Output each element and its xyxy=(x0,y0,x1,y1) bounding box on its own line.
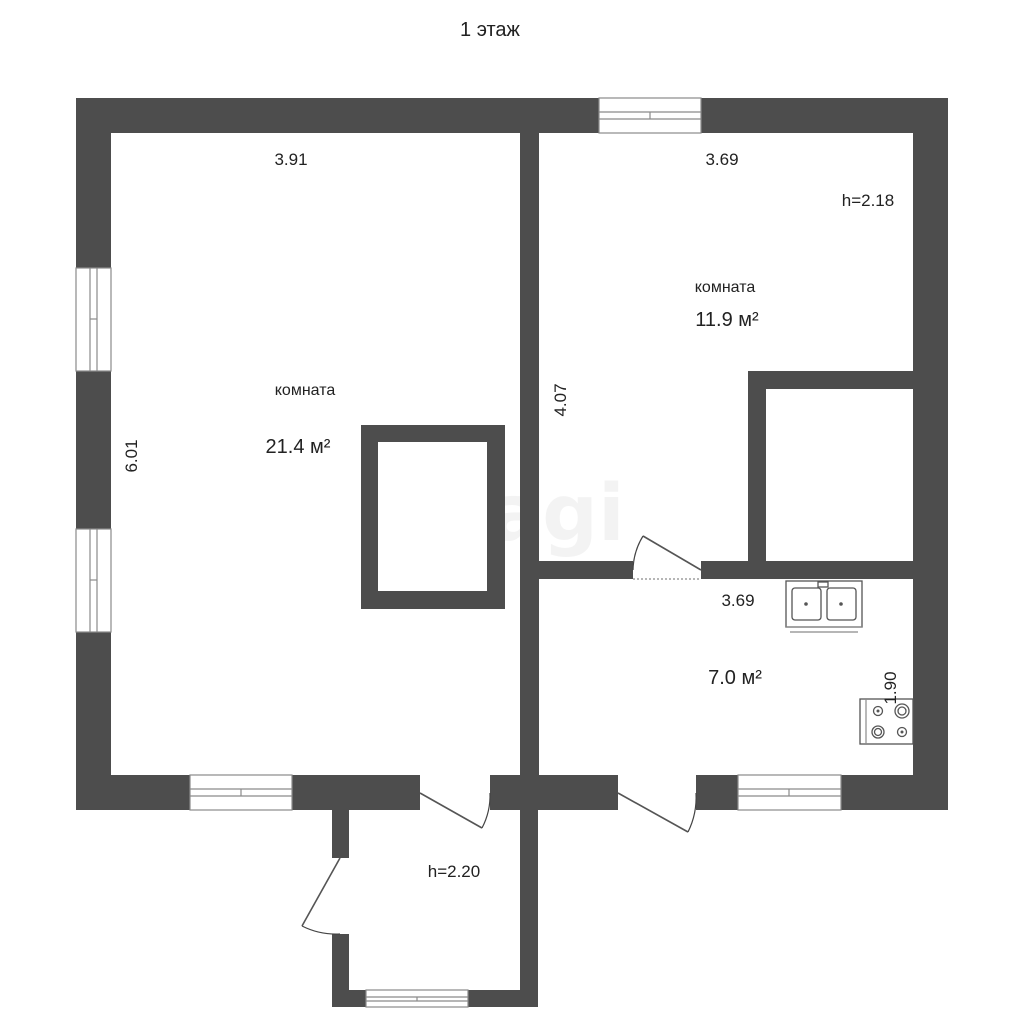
window-icon xyxy=(737,774,842,811)
kitchen-height: 1.90 xyxy=(881,671,900,704)
big-room-width: 3.91 xyxy=(274,150,307,169)
stove-icon xyxy=(859,698,914,745)
right-room-name: комната xyxy=(695,279,756,296)
window-icon xyxy=(75,267,112,372)
porch-ceiling: h=2.20 xyxy=(428,862,480,881)
kitchen-area: 7.0 м² xyxy=(708,667,762,689)
big-room-name: комната xyxy=(275,382,336,399)
kitchen-width: 3.69 xyxy=(721,591,754,610)
window-icon xyxy=(75,528,112,633)
door-icon xyxy=(419,792,491,829)
wall-top xyxy=(76,98,948,133)
wall-right xyxy=(913,98,948,810)
door-icon xyxy=(617,792,697,833)
right-room-ceiling: h=2.18 xyxy=(842,191,894,210)
big-room-area: 21.4 м² xyxy=(266,436,331,458)
wall-kitchen-top xyxy=(539,561,913,579)
openings xyxy=(76,98,841,1007)
right-room-area: 11.9 м² xyxy=(695,309,759,331)
windows xyxy=(75,97,842,1008)
floor-title: 1 этаж xyxy=(460,19,521,41)
doors xyxy=(301,535,702,935)
window-icon xyxy=(365,989,469,1008)
wall-middle xyxy=(520,98,539,810)
wall-porch-right xyxy=(520,810,538,1007)
door-icon xyxy=(301,857,341,935)
window-icon xyxy=(189,774,293,811)
right-room-height: 4.07 xyxy=(551,383,570,416)
wall-left xyxy=(76,98,111,810)
wall-closet-top xyxy=(748,371,913,389)
door-icon xyxy=(632,535,702,580)
right-room-width: 3.69 xyxy=(705,150,738,169)
sink-icon xyxy=(785,580,863,633)
big-room-height: 6.01 xyxy=(122,439,141,472)
wall-closet-left xyxy=(748,371,766,579)
window-icon xyxy=(598,97,702,134)
